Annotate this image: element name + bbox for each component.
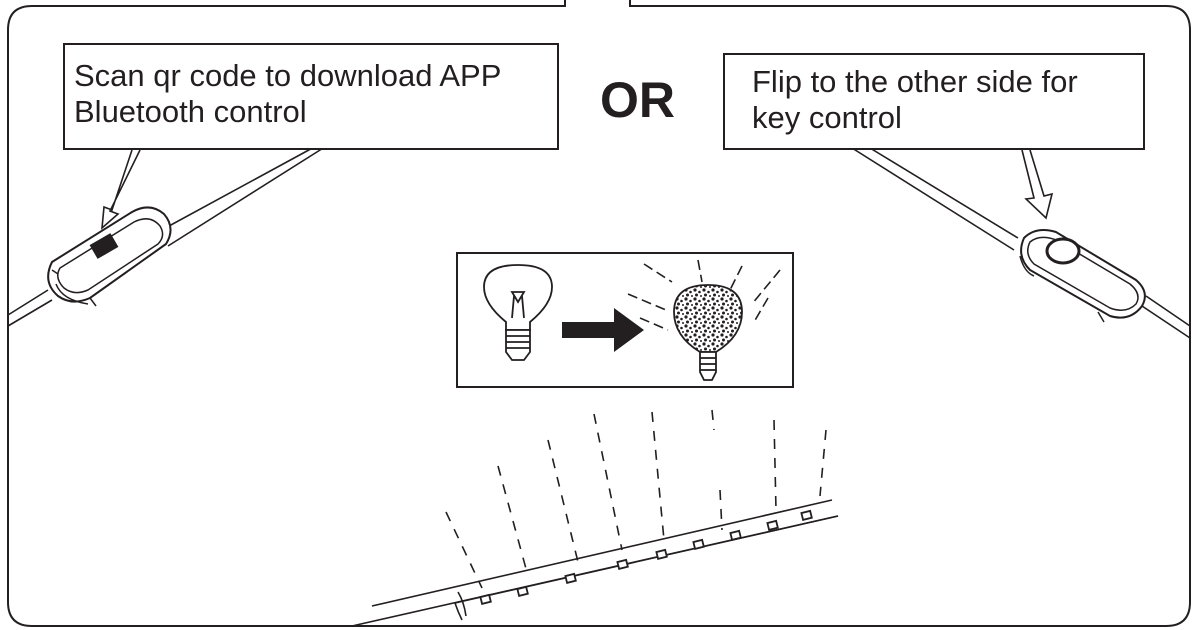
lighting-panel [456,252,794,388]
or-separator: OR [600,72,675,128]
left-controller[interactable] [47,206,172,307]
led-strip [351,499,839,627]
led-chips [479,509,813,605]
right-callout-box [723,53,1145,150]
right-callout-line-2: key control [752,100,902,135]
right-controller[interactable] [1019,229,1146,323]
led-chip-icon [800,509,813,521]
led-chip-icon [729,529,742,541]
qr-code-icon [89,233,119,259]
bulb-on-icon [673,284,743,381]
left-callout-line-1: Scan qr code to download APP [74,58,502,93]
led-chip-icon [766,519,779,531]
left-callout-label: Scan qr code to download APP Bluetooth c… [74,58,501,130]
right-callout-label: Flip to the other side for key control [752,64,1078,136]
led-chip-icon [655,548,668,560]
left-callout-arrow [101,149,141,230]
led-chip-icon [692,538,705,550]
led-chip-icon [564,572,577,584]
right-callout-arrow [1021,149,1054,220]
left-callout-box [63,43,559,150]
left-cable [7,144,329,327]
bulb-off-icon [483,264,553,361]
left-callout-line-2: Bluetooth control [74,94,307,129]
led-light-rays [445,409,827,589]
arrow-right-icon [562,308,644,352]
power-button-icon[interactable] [1045,237,1081,265]
led-chip-icon [516,585,529,597]
glow-rays [627,259,781,331]
led-chip-icon [616,558,629,570]
right-callout-line-1: Flip to the other side for [752,64,1078,99]
outer-frame [7,0,1191,627]
right-cable [851,147,1191,339]
led-chip-icon [479,593,492,605]
